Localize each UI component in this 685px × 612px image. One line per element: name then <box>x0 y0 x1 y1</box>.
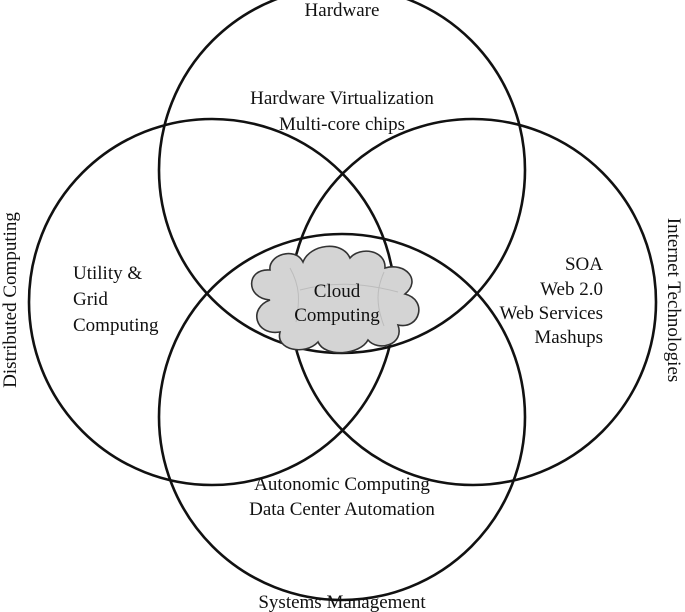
region-right-line-4: Mashups <box>534 327 603 348</box>
region-right-line-1: SOA <box>565 254 603 275</box>
region-right-line-2: Web 2.0 <box>540 279 603 300</box>
label-hardware: Hardware <box>305 0 380 21</box>
region-top-line-1: Hardware Virtualization <box>250 88 434 109</box>
label-distributed-computing: Distributed Computing <box>0 212 21 388</box>
cloud-shape <box>251 245 420 354</box>
region-left-line-2: Grid <box>73 289 108 310</box>
region-right-line-3: Web Services <box>500 303 603 324</box>
region-bottom-line-1: Autonomic Computing <box>254 474 430 495</box>
region-left-line-1: Utility & <box>73 263 142 284</box>
region-top-line-2: Multi-core chips <box>279 114 405 135</box>
label-systems-management: Systems Management <box>258 592 426 612</box>
cloud-label-line-1: Cloud <box>314 281 361 302</box>
cloud-label-line-2: Computing <box>294 305 380 326</box>
region-left-line-3: Computing <box>73 315 159 336</box>
label-internet-technologies: Internet Technologies <box>663 218 684 383</box>
region-bottom-line-2: Data Center Automation <box>249 499 435 520</box>
systems-management-circle <box>157 232 527 602</box>
